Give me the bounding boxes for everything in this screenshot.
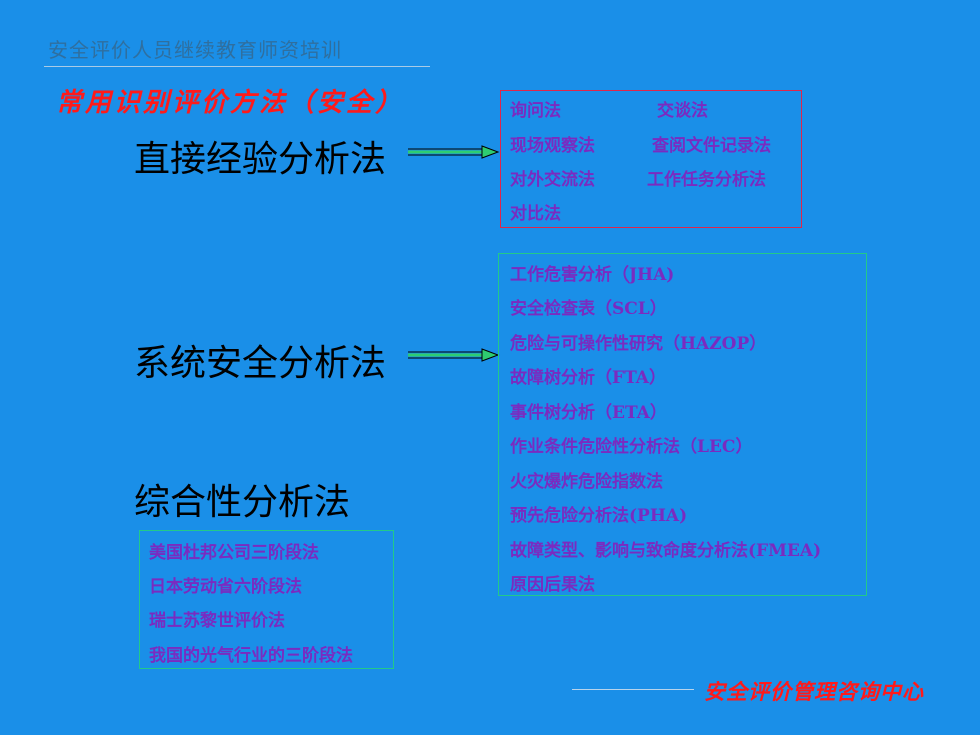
list-item: 火灾爆炸危险指数法 [510, 472, 663, 492]
direct-methods-box: 询问法 交谈法 现场观察法 查阅文件记录法 对外交流法 工作任务分析法 对比法 [500, 90, 802, 228]
list-item: 查阅文件记录法 [652, 136, 771, 156]
list-item: 对外交流法 [510, 170, 595, 190]
system-methods-box: 工作危害分析（JHA) 安全检查表（SCL） 危险与可操作性研究（HAZOP） … [498, 253, 867, 596]
header-divider [44, 66, 430, 67]
list-item: 询问法 [510, 101, 561, 121]
arrow-system-icon [408, 348, 500, 362]
list-item: 瑞士苏黎世评价法 [149, 611, 285, 631]
method-label-direct: 直接经验分析法 [134, 139, 387, 180]
list-item: 事件树分析（ETA） [510, 403, 667, 423]
method-label-composite: 综合性分析法 [134, 482, 351, 523]
list-item: 危险与可操作性研究（HAZOP） [510, 334, 767, 354]
slide-heading: 常用识别评价方法（安全） [56, 88, 405, 118]
list-item: 作业条件危险性分析法（LEC） [510, 437, 753, 457]
header-title: 安全评价人员继续教育师资培训 [48, 38, 342, 62]
list-item: 现场观察法 [510, 136, 595, 156]
list-item: 美国杜邦公司三阶段法 [149, 543, 319, 563]
method-label-system: 系统安全分析法 [134, 343, 387, 384]
list-item: 原因后果法 [510, 575, 595, 595]
list-item: 工作任务分析法 [647, 170, 766, 190]
composite-methods-box: 美国杜邦公司三阶段法 日本劳动省六阶段法 瑞士苏黎世评价法 我国的光气行业的三阶… [139, 530, 394, 669]
footer-divider [572, 689, 694, 690]
list-item: 对比法 [510, 204, 561, 224]
footer-org-name: 安全评价管理咨询中心 [704, 679, 924, 704]
list-item: 故障类型、影响与致命度分析法(FMEA) [510, 541, 822, 561]
list-item: 安全检查表（SCL） [510, 299, 667, 319]
list-item: 日本劳动省六阶段法 [149, 577, 302, 597]
list-item: 工作危害分析（JHA) [510, 265, 675, 285]
list-item: 我国的光气行业的三阶段法 [149, 646, 353, 666]
list-item: 预先危险分析法(PHA) [510, 506, 688, 526]
list-item: 交谈法 [657, 101, 708, 121]
arrow-direct-icon [408, 145, 500, 159]
list-item: 故障树分析（FTA） [510, 368, 666, 388]
